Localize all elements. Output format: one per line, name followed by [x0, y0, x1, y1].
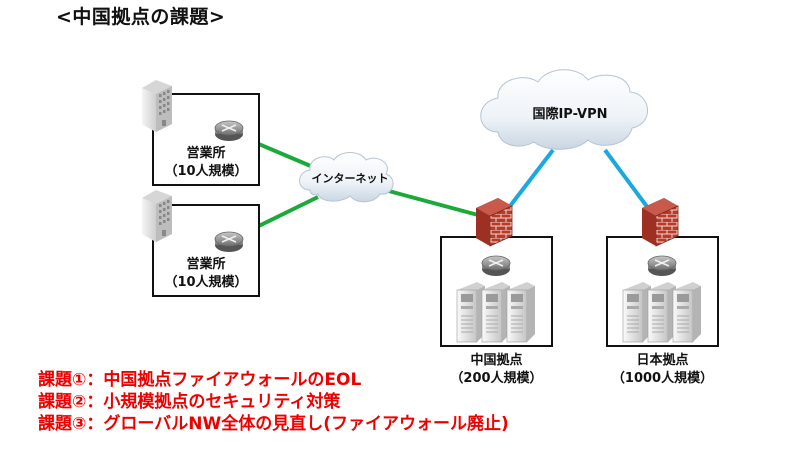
- site-label-sales2: 営業所 （10人規模）: [153, 256, 259, 292]
- server-icon: [481, 281, 511, 343]
- site-scale: （200人規模）: [450, 371, 543, 386]
- issue-item: 課題②：小規模拠点のセキュリティ対策: [38, 392, 341, 412]
- site-scale: （1000人規模）: [611, 371, 714, 386]
- site-label-china: 中国拠点 （200人規模）: [436, 352, 557, 388]
- page-title: <中国拠点の課題>: [56, 6, 226, 28]
- site-name: 営業所: [186, 257, 226, 272]
- site-label-japan: 日本拠点 （1000人規模）: [597, 352, 728, 388]
- router-icon: [481, 255, 511, 277]
- cloud-icon: [480, 69, 648, 150]
- router-icon: [647, 255, 677, 277]
- site-name: 中国拠点: [470, 353, 523, 368]
- issue-list: 課題①：中国拠点ファイアウォールのEOL 課題②：小規模拠点のセキュリティ対策 …: [38, 369, 509, 435]
- server-icon: [456, 281, 486, 343]
- server-icon: [672, 281, 702, 343]
- link-vpn-china-fw: [505, 148, 555, 212]
- firewall-icon: [475, 197, 513, 247]
- server-icon: [622, 281, 652, 343]
- server-icon: [506, 281, 536, 343]
- site-name: 日本拠点: [636, 353, 689, 368]
- building-icon: [142, 80, 172, 132]
- link-vpn-japan-fw: [603, 148, 650, 210]
- site-scale: （10人規模）: [164, 164, 248, 179]
- building-icon: [142, 190, 172, 242]
- cloud-icon: [299, 152, 394, 203]
- server-icon: [647, 281, 677, 343]
- site-label-sales1: 営業所 （10人規模）: [153, 145, 259, 181]
- router-icon: [214, 120, 244, 142]
- internet-cloud-label: インターネット: [311, 172, 389, 185]
- router-icon: [214, 231, 244, 253]
- site-scale: （10人規模）: [164, 275, 248, 290]
- link-internet-china-fw: [384, 188, 479, 217]
- vpn-cloud-label: 国際IP-VPN: [532, 107, 608, 122]
- issue-item: 課題③：グローバルNW全体の見直し(ファイアウォール廃止): [38, 414, 509, 434]
- issue-item: 課題①：中国拠点ファイアウォールのEOL: [38, 370, 362, 390]
- site-name: 営業所: [186, 146, 226, 161]
